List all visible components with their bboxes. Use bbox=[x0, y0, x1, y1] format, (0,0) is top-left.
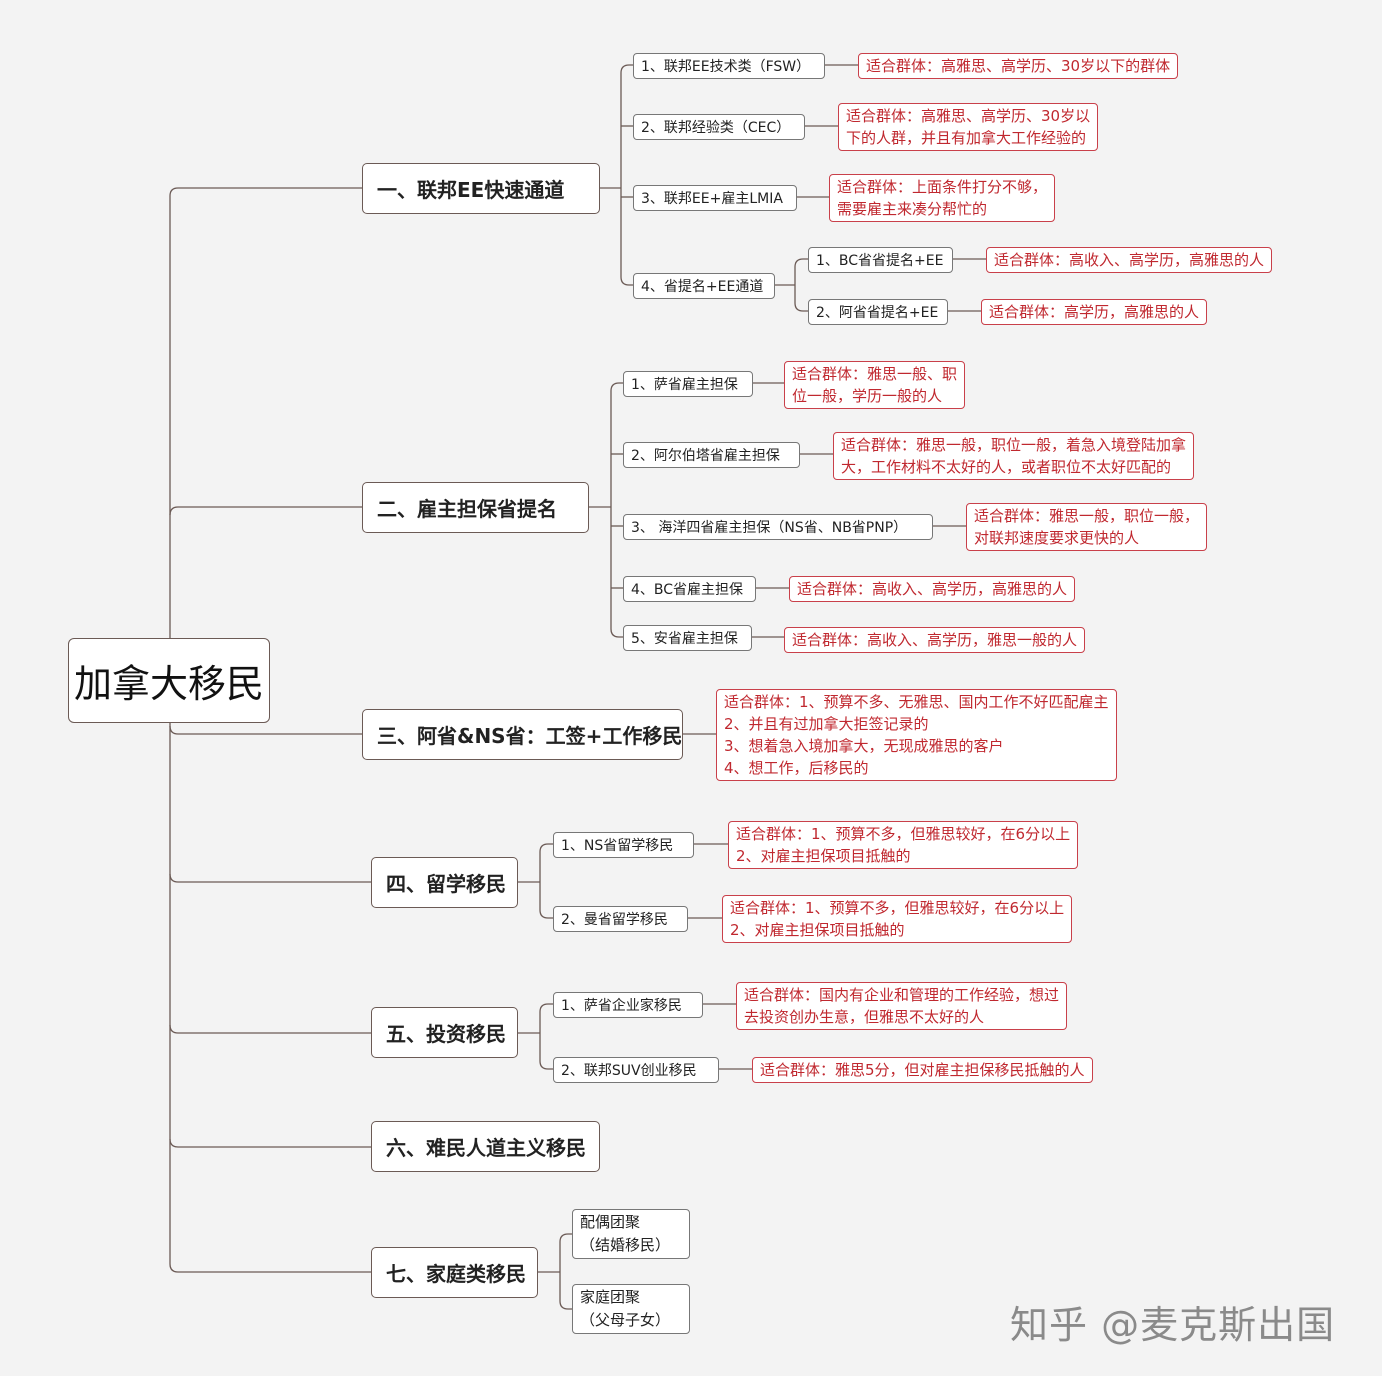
sub-bc-pnp-ee[interactable]: 1、BC省省提名+EE bbox=[808, 247, 953, 273]
note-sask-entrepreneur: 适合群体：国内有企业和管理的工作经验，想过去投资创办生意，但雅思不太好的人 bbox=[736, 982, 1068, 1030]
note-alberta-pnp-ee: 适合群体：高学历，高雅思的人 bbox=[981, 299, 1208, 325]
sub-spouse-reunion-detail: （结婚移民） bbox=[580, 1236, 671, 1254]
sub-manitoba-study[interactable]: 2、曼省留学移民 bbox=[553, 906, 688, 932]
note-bc-employer: 适合群体：高收入、高学历，高雅思的人 bbox=[789, 576, 1076, 602]
sub-bc-employer[interactable]: 4、BC省雇主担保 bbox=[623, 576, 756, 602]
sub-sask-employer[interactable]: 1、萨省雇主担保 bbox=[623, 371, 753, 397]
sub-alberta-employer[interactable]: 2、阿尔伯塔省雇主担保 bbox=[623, 442, 800, 468]
category-federal-ee[interactable]: 一、联邦EE快速通道 bbox=[362, 163, 600, 214]
note-cec: 适合群体：高雅思、高学历、30岁以下的人群，并且有加拿大工作经验的 bbox=[838, 103, 1099, 151]
sub-ee-lmia[interactable]: 3、联邦EE+雇主LMIA bbox=[633, 185, 797, 211]
note-ee-lmia: 适合群体：上面条件打分不够，需要雇主来凑分帮忙的 bbox=[829, 174, 1056, 222]
sub-spouse-reunion[interactable]: 配偶团聚 （结婚移民） bbox=[572, 1209, 690, 1259]
category-study-immigration[interactable]: 四、留学移民 bbox=[371, 857, 518, 908]
note-federal-suv: 适合群体：雅思5分，但对雇主担保移民抵触的人 bbox=[752, 1057, 1093, 1083]
watermark-text: 知乎 @麦克斯出国 bbox=[1010, 1303, 1336, 1347]
note-bc-pnp-ee: 适合群体：高收入、高学历，高雅思的人 bbox=[986, 247, 1273, 273]
sub-family-reunion-title: 家庭团聚 bbox=[580, 1288, 641, 1306]
category-investment-immigration[interactable]: 五、投资移民 bbox=[371, 1007, 518, 1058]
sub-family-reunion-detail: （父母子女） bbox=[580, 1311, 671, 1329]
sub-family-reunion[interactable]: 家庭团聚 （父母子女） bbox=[572, 1284, 690, 1334]
sub-alberta-pnp-ee[interactable]: 2、阿省省提名+EE bbox=[808, 299, 948, 325]
sub-cec[interactable]: 2、联邦经验类（CEC） bbox=[633, 114, 805, 140]
sub-ontario-employer[interactable]: 5、安省雇主担保 bbox=[623, 625, 752, 651]
root-node[interactable]: 加拿大移民 bbox=[68, 638, 270, 723]
note-ontario-employer: 适合群体：高收入、高学历，雅思一般的人 bbox=[784, 627, 1086, 653]
sub-atlantic-employer[interactable]: 3、 海洋四省雇主担保（NS省、NB省PNP） bbox=[623, 514, 933, 540]
category-alberta-ns-work-permit[interactable]: 三、阿省&NS省：工签+工作移民 bbox=[362, 709, 683, 760]
sub-spouse-reunion-title: 配偶团聚 bbox=[580, 1213, 641, 1231]
sub-federal-suv[interactable]: 2、联邦SUV创业移民 bbox=[553, 1057, 719, 1083]
sub-pnp-ee[interactable]: 4、省提名+EE通道 bbox=[633, 273, 775, 299]
sub-sask-entrepreneur[interactable]: 1、萨省企业家移民 bbox=[553, 992, 703, 1018]
note-alberta-employer: 适合群体：雅思一般，职位一般，着急入境登陆加拿大，工作材料不太好的人，或者职位不… bbox=[833, 432, 1195, 480]
note-fsw: 适合群体：高雅思、高学历、30岁以下的群体 bbox=[858, 53, 1179, 79]
note-sask-employer: 适合群体：雅思一般、职位一般，学历一般的人 bbox=[784, 361, 966, 409]
category-employer-sponsored-pnp[interactable]: 二、雇主担保省提名 bbox=[362, 482, 589, 533]
sub-fsw[interactable]: 1、联邦EE技术类（FSW） bbox=[633, 53, 825, 79]
category-refugee-humanitarian[interactable]: 六、难民人道主义移民 bbox=[371, 1121, 600, 1172]
note-atlantic-employer: 适合群体：雅思一般，职位一般，对联邦速度要求更快的人 bbox=[966, 503, 1208, 551]
category-family-immigration[interactable]: 七、家庭类移民 bbox=[371, 1247, 538, 1298]
sub-ns-study[interactable]: 1、NS省留学移民 bbox=[553, 832, 694, 858]
